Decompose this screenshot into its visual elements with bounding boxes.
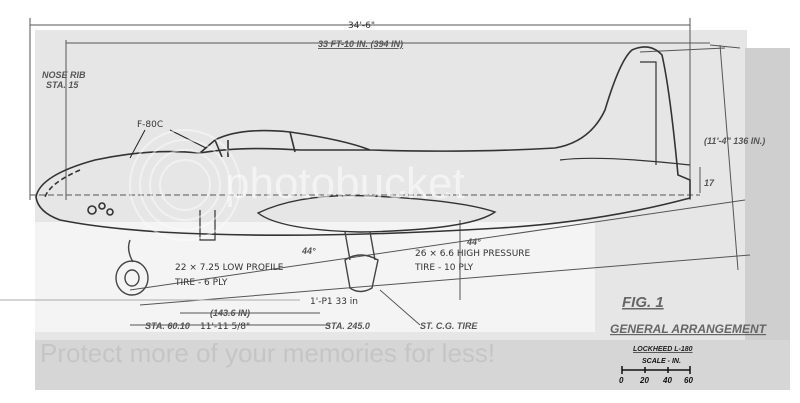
dimension-lines bbox=[0, 18, 751, 326]
scale-tick-40: 40 bbox=[662, 376, 672, 385]
height-dim: (11'-4" 136 IN.) bbox=[704, 136, 765, 146]
watermark-logo-text: photobucket bbox=[225, 159, 465, 208]
nose-tire-ply: TIRE - 6 PLY bbox=[174, 278, 228, 288]
angle-left-label: 44° bbox=[301, 246, 316, 256]
watermark-logo-icon bbox=[129, 129, 241, 241]
main-tire-spec: 26 × 6.6 HIGH PRESSURE bbox=[415, 249, 531, 259]
scale-bar bbox=[621, 366, 691, 374]
variant-label: F-80C bbox=[137, 120, 163, 130]
callout-arrows bbox=[129, 129, 207, 159]
station-left: STA. 60.10 bbox=[145, 321, 190, 331]
overall-length-dim: 34'-6" bbox=[348, 21, 375, 31]
station-right: STA. 245.0 bbox=[325, 321, 370, 331]
fuselage-length-dim: 33 FT-10 IN. (394 IN) bbox=[318, 39, 403, 49]
tail-dim: 17 bbox=[704, 178, 715, 188]
angle-right-label: 44° bbox=[466, 237, 481, 247]
scale-tick-20: 20 bbox=[639, 376, 649, 385]
figure-number: FIG. 1 bbox=[622, 294, 664, 311]
drawing-subtitle: LOCKHEED L-180 bbox=[633, 346, 693, 353]
lower-light-band bbox=[35, 222, 595, 332]
drawing-title: GENERAL ARRANGEMENT bbox=[610, 322, 768, 336]
cg-tire-label: ST. C.G. TIRE bbox=[420, 321, 478, 331]
nose-tire-spec: 22 × 7.25 LOW PROFILE bbox=[175, 263, 284, 273]
sheet-edge-shadow bbox=[745, 48, 790, 390]
gear-dim: 1'-P1 33 in bbox=[310, 297, 358, 307]
main-tire-ply: TIRE - 10 PLY bbox=[414, 263, 474, 273]
main-wheel bbox=[344, 254, 379, 293]
aircraft-side-profile bbox=[35, 46, 691, 241]
nose-station-label: STA. 15 bbox=[46, 80, 79, 90]
nose-wheel bbox=[115, 260, 149, 296]
scale-tick-60: 60 bbox=[684, 376, 693, 385]
wheelbase-dim: 11'-11 5/8" bbox=[200, 322, 250, 332]
wheelbase-in: (143.6 IN) bbox=[210, 308, 250, 318]
scale-tick-0: 0 bbox=[619, 376, 624, 385]
watermark-banner: Protect more of your memories for less! bbox=[40, 338, 495, 368]
nose-rib-label: NOSE RIB bbox=[42, 70, 86, 80]
lower-gray-band bbox=[35, 340, 790, 390]
scale-label: SCALE - IN. bbox=[642, 358, 681, 365]
landing-gear bbox=[115, 231, 379, 296]
